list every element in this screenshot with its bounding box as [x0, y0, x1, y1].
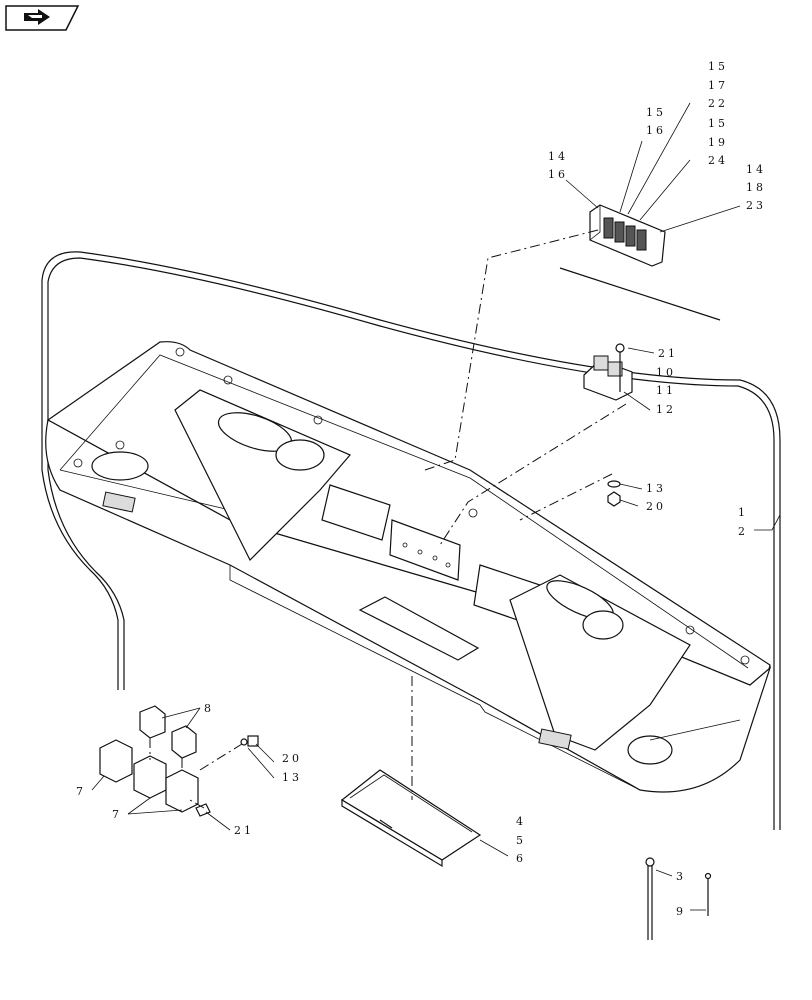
callout-13: 13 [646, 482, 666, 495]
relays-lower-left [99, 705, 199, 813]
callout-12: 12 [656, 403, 676, 416]
callout-1: 1 [738, 506, 748, 519]
callout-labels: 15 17 22 15 19 24 15 16 14 16 14 18 23 2… [76, 60, 766, 918]
nut-washer-right [607, 480, 621, 507]
callout-9: 9 [676, 905, 686, 918]
next-page-button[interactable] [2, 2, 82, 34]
callout-15: 15 [646, 106, 666, 119]
cable-tie-3 [645, 857, 655, 940]
assembly-centerlines [411, 229, 627, 800]
switch-panel [589, 204, 666, 267]
callout-13: 13 [282, 771, 302, 784]
callout-20: 20 [282, 752, 302, 765]
callout-14: 14 [746, 163, 766, 176]
callout-3: 3 [676, 870, 686, 883]
next-page-arrow-icon [24, 9, 50, 25]
cover [340, 769, 482, 868]
callout-16: 16 [646, 124, 666, 137]
callout-18: 18 [746, 181, 766, 194]
callout-21: 21 [234, 824, 254, 837]
callout-6: 6 [516, 852, 526, 865]
callout-21: 21 [658, 347, 678, 360]
callout-11: 11 [656, 384, 676, 397]
edge-trim-seal [41, 251, 781, 830]
callout-4: 4 [516, 815, 526, 828]
callout-15: 15 [708, 117, 728, 130]
callout-10: 10 [656, 366, 676, 379]
bolt-washer-lower-left [189, 735, 259, 817]
callout-23: 23 [746, 199, 766, 212]
callout-20: 20 [646, 500, 666, 513]
callout-15: 15 [708, 60, 728, 73]
callout-7: 7 [76, 785, 86, 798]
callout-19: 19 [708, 136, 728, 149]
callout-14: 14 [548, 150, 568, 163]
callout-22: 22 [708, 97, 728, 110]
cable-tie-9 [704, 872, 712, 916]
callout-5: 5 [516, 834, 526, 847]
instrument-panel-housing [45, 341, 772, 793]
relay-holder [583, 343, 633, 401]
callout-24: 24 [708, 154, 728, 167]
leader-lines [91, 102, 781, 911]
callout-2: 2 [738, 525, 748, 538]
callout-17: 17 [708, 79, 728, 92]
callout-16: 16 [548, 168, 568, 181]
callout-7: 7 [112, 808, 122, 821]
callout-8: 8 [204, 702, 214, 715]
